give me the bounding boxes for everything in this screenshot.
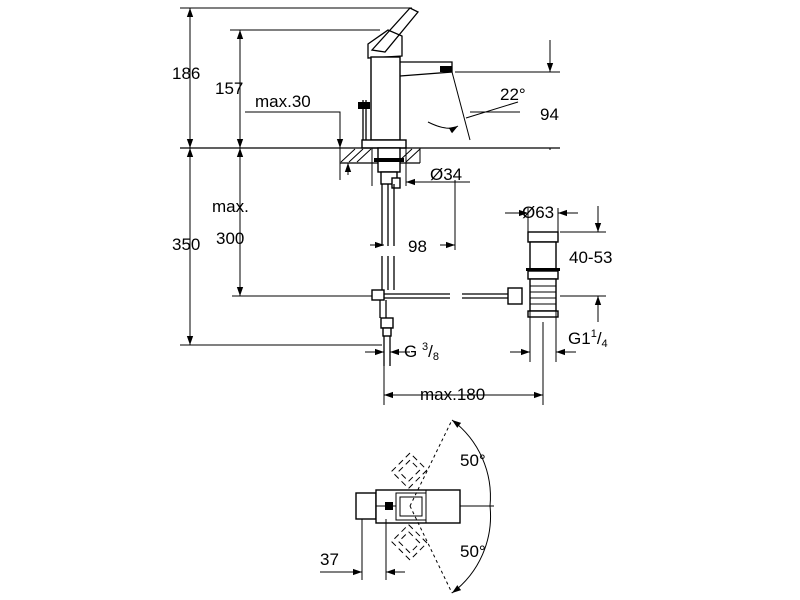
faucet-lever	[370, 7, 420, 53]
supply-thread-denominator: 8	[432, 351, 439, 363]
dim-swivel-top: 50°	[460, 451, 486, 470]
dim-waste-diameter: Ø63	[522, 203, 555, 222]
dim-height-total: 186	[172, 64, 201, 83]
waste-thread-denominator: 4	[601, 338, 608, 350]
faucet-plan-view	[320, 419, 494, 594]
dim-height-spout: 157	[215, 79, 244, 98]
dim-max-30: max.30	[255, 92, 311, 111]
dim-hole-diameter: Ø34	[430, 165, 463, 184]
supply-thread-prefix: G	[404, 342, 418, 361]
dim-swivel-bottom: 50°	[460, 542, 486, 561]
dim-waste-thread: G11/4	[568, 328, 608, 350]
dim-reach: 94	[540, 105, 559, 124]
mounting-assembly	[371, 147, 404, 366]
faucet-body	[370, 56, 401, 141]
dim-offset-98: 98	[408, 237, 427, 256]
dim-depth-300: 300	[216, 229, 245, 248]
dim-waste-length: 40-53	[569, 248, 613, 267]
dim-max-180: max.180	[420, 385, 486, 404]
dim-supply-thread: G 3/8	[404, 341, 439, 363]
dimension-lines	[180, 7, 606, 405]
supply-thread-numerator: 3	[421, 341, 429, 353]
dim-angle-spout: 22°	[500, 85, 526, 104]
waste-thread-prefix: G1	[568, 329, 591, 348]
dim-depth-350: 350	[172, 235, 201, 254]
faucet-side-view	[358, 7, 453, 149]
waste-thread-numerator: 1	[590, 328, 597, 340]
waste-valve	[526, 231, 560, 318]
countertop	[180, 147, 560, 164]
dim-max-label: max.	[212, 197, 249, 216]
popup-linkage	[384, 287, 523, 305]
dim-depth-37: 37	[320, 550, 339, 569]
